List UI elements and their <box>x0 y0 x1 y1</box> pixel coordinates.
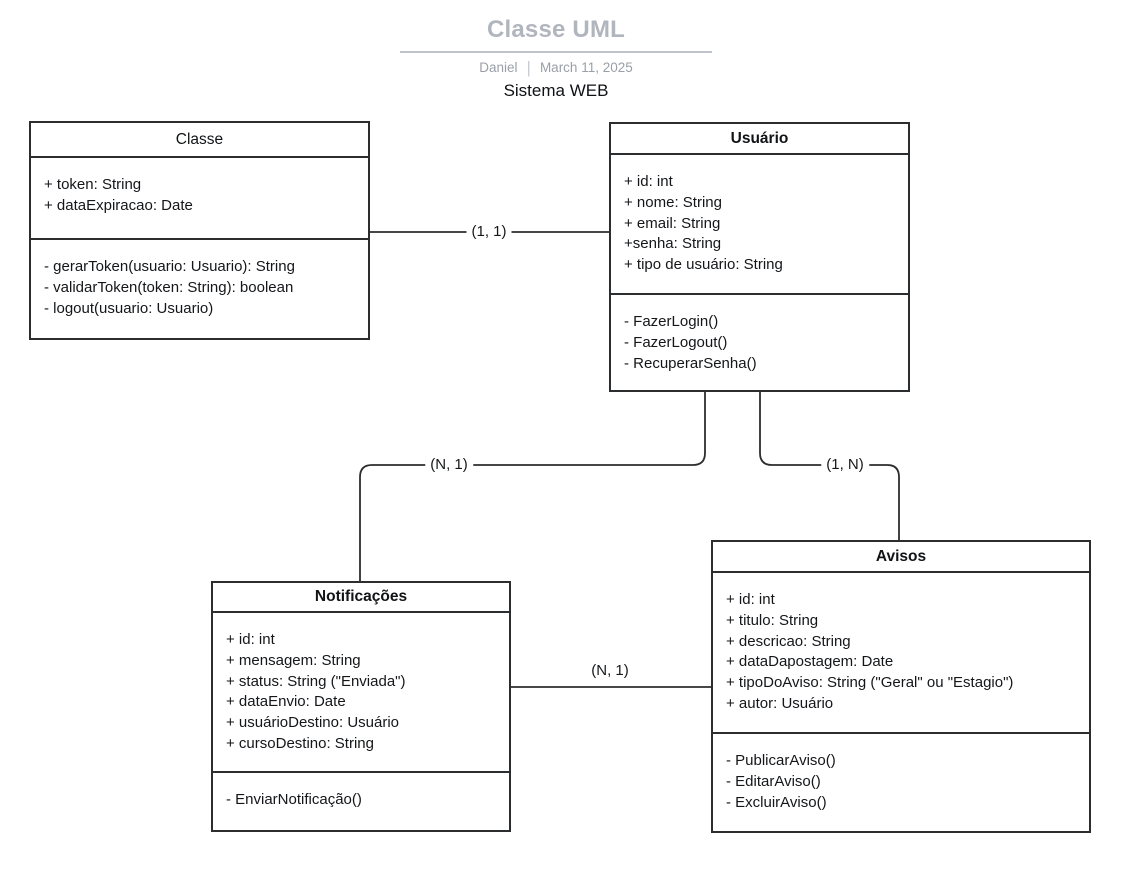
methods-section: - FazerLogin() - FazerLogout() - Recuper… <box>611 295 908 390</box>
method-line: - FazerLogin() <box>624 313 719 330</box>
class-box-classe: Classe + token: String + dataExpiracao: … <box>29 121 370 340</box>
attribute-line: + nome: String <box>624 193 722 211</box>
attribute-line: + dataEnvio: Date <box>226 693 346 711</box>
method-line: - FazerLogout() <box>624 333 728 351</box>
author-name: Daniel <box>479 60 518 75</box>
attribute-line: + id: int <box>226 631 275 648</box>
class-box-usuario: Usuário + id: int + nome: String + email… <box>609 122 910 392</box>
methods-section: - PublicarAviso() - EditarAviso() - Excl… <box>713 734 1089 831</box>
method-line: - ExcluirAviso() <box>726 793 827 811</box>
attribute-line: + autor: Usuário <box>726 694 834 712</box>
attribute-line: + dataExpiracao: Date <box>44 196 193 214</box>
attribute-line: + usuárioDestino: Usuário <box>226 714 400 732</box>
page-header: Classe UML Daniel | March 11, 2025 Siste… <box>400 16 712 101</box>
class-box-avisos: Avisos + id: int + titulo: String + desc… <box>711 540 1091 833</box>
page-subtitle: Sistema WEB <box>503 81 609 100</box>
method-line: - gerarToken(usuario: Usuario): String <box>44 258 295 275</box>
attribute-line: + status: String ("Enviada") <box>226 672 406 690</box>
method-line: - PublicarAviso() <box>726 752 836 769</box>
methods-section: - EnviarNotificação() <box>213 773 509 830</box>
method-line: - EditarAviso() <box>726 772 821 790</box>
page-title: Classe UML <box>400 16 712 53</box>
page-date: March 11, 2025 <box>539 60 633 75</box>
attribute-line: + tipoDoAviso: String ("Geral" ou "Estag… <box>726 674 1014 692</box>
attribute-line: + id: int <box>624 173 673 190</box>
attribute-line: + tipo de usuário: String <box>624 256 783 274</box>
multiplicity-label-notificacoes-avisos: (N, 1) <box>586 662 634 680</box>
connector-usuario-notificacoes <box>359 391 706 581</box>
attribute-line: + titulo: String <box>726 611 819 629</box>
multiplicity-label-usuario-notificacoes: (N, 1) <box>425 456 473 474</box>
byline: Daniel | March 11, 2025 <box>400 59 712 76</box>
attribute-line: + id: int <box>726 591 775 608</box>
attribute-line: + email: String <box>624 214 721 232</box>
attributes-section: + id: int + nome: String + email: String… <box>611 155 908 295</box>
class-name: Classe <box>31 123 368 158</box>
attributes-section: + id: int + mensagem: String + status: S… <box>213 613 509 773</box>
methods-section: - gerarToken(usuario: Usuario): String -… <box>31 240 368 338</box>
method-line: - RecuperarSenha() <box>624 354 757 372</box>
byline-divider: | <box>526 58 531 77</box>
method-line: - EnviarNotificação() <box>226 791 362 808</box>
attributes-section: + id: int + titulo: String + descricao: … <box>713 573 1089 734</box>
multiplicity-label-usuario-avisos: (1, N) <box>821 456 869 474</box>
attribute-line: + cursoDestino: String <box>226 734 374 752</box>
attribute-line: + dataDapostagem: Date <box>726 653 894 671</box>
class-name: Avisos <box>713 542 1089 573</box>
multiplicity-label-classe-usuario: (1, 1) <box>466 223 512 241</box>
method-line: - logout(usuario: Usuario) <box>44 299 214 317</box>
class-name: Usuário <box>611 124 908 155</box>
attribute-line: +senha: String <box>624 235 722 253</box>
attribute-line: + mensagem: String <box>226 651 361 669</box>
attribute-line: + token: String <box>44 176 142 193</box>
attribute-line: + descricao: String <box>726 632 851 650</box>
attributes-section: + token: String + dataExpiracao: Date <box>31 158 368 240</box>
class-box-notificacoes: Notificações + id: int + mensagem: Strin… <box>211 581 511 832</box>
class-name: Notificações <box>213 583 509 613</box>
method-line: - validarToken(token: String): boolean <box>44 278 294 296</box>
